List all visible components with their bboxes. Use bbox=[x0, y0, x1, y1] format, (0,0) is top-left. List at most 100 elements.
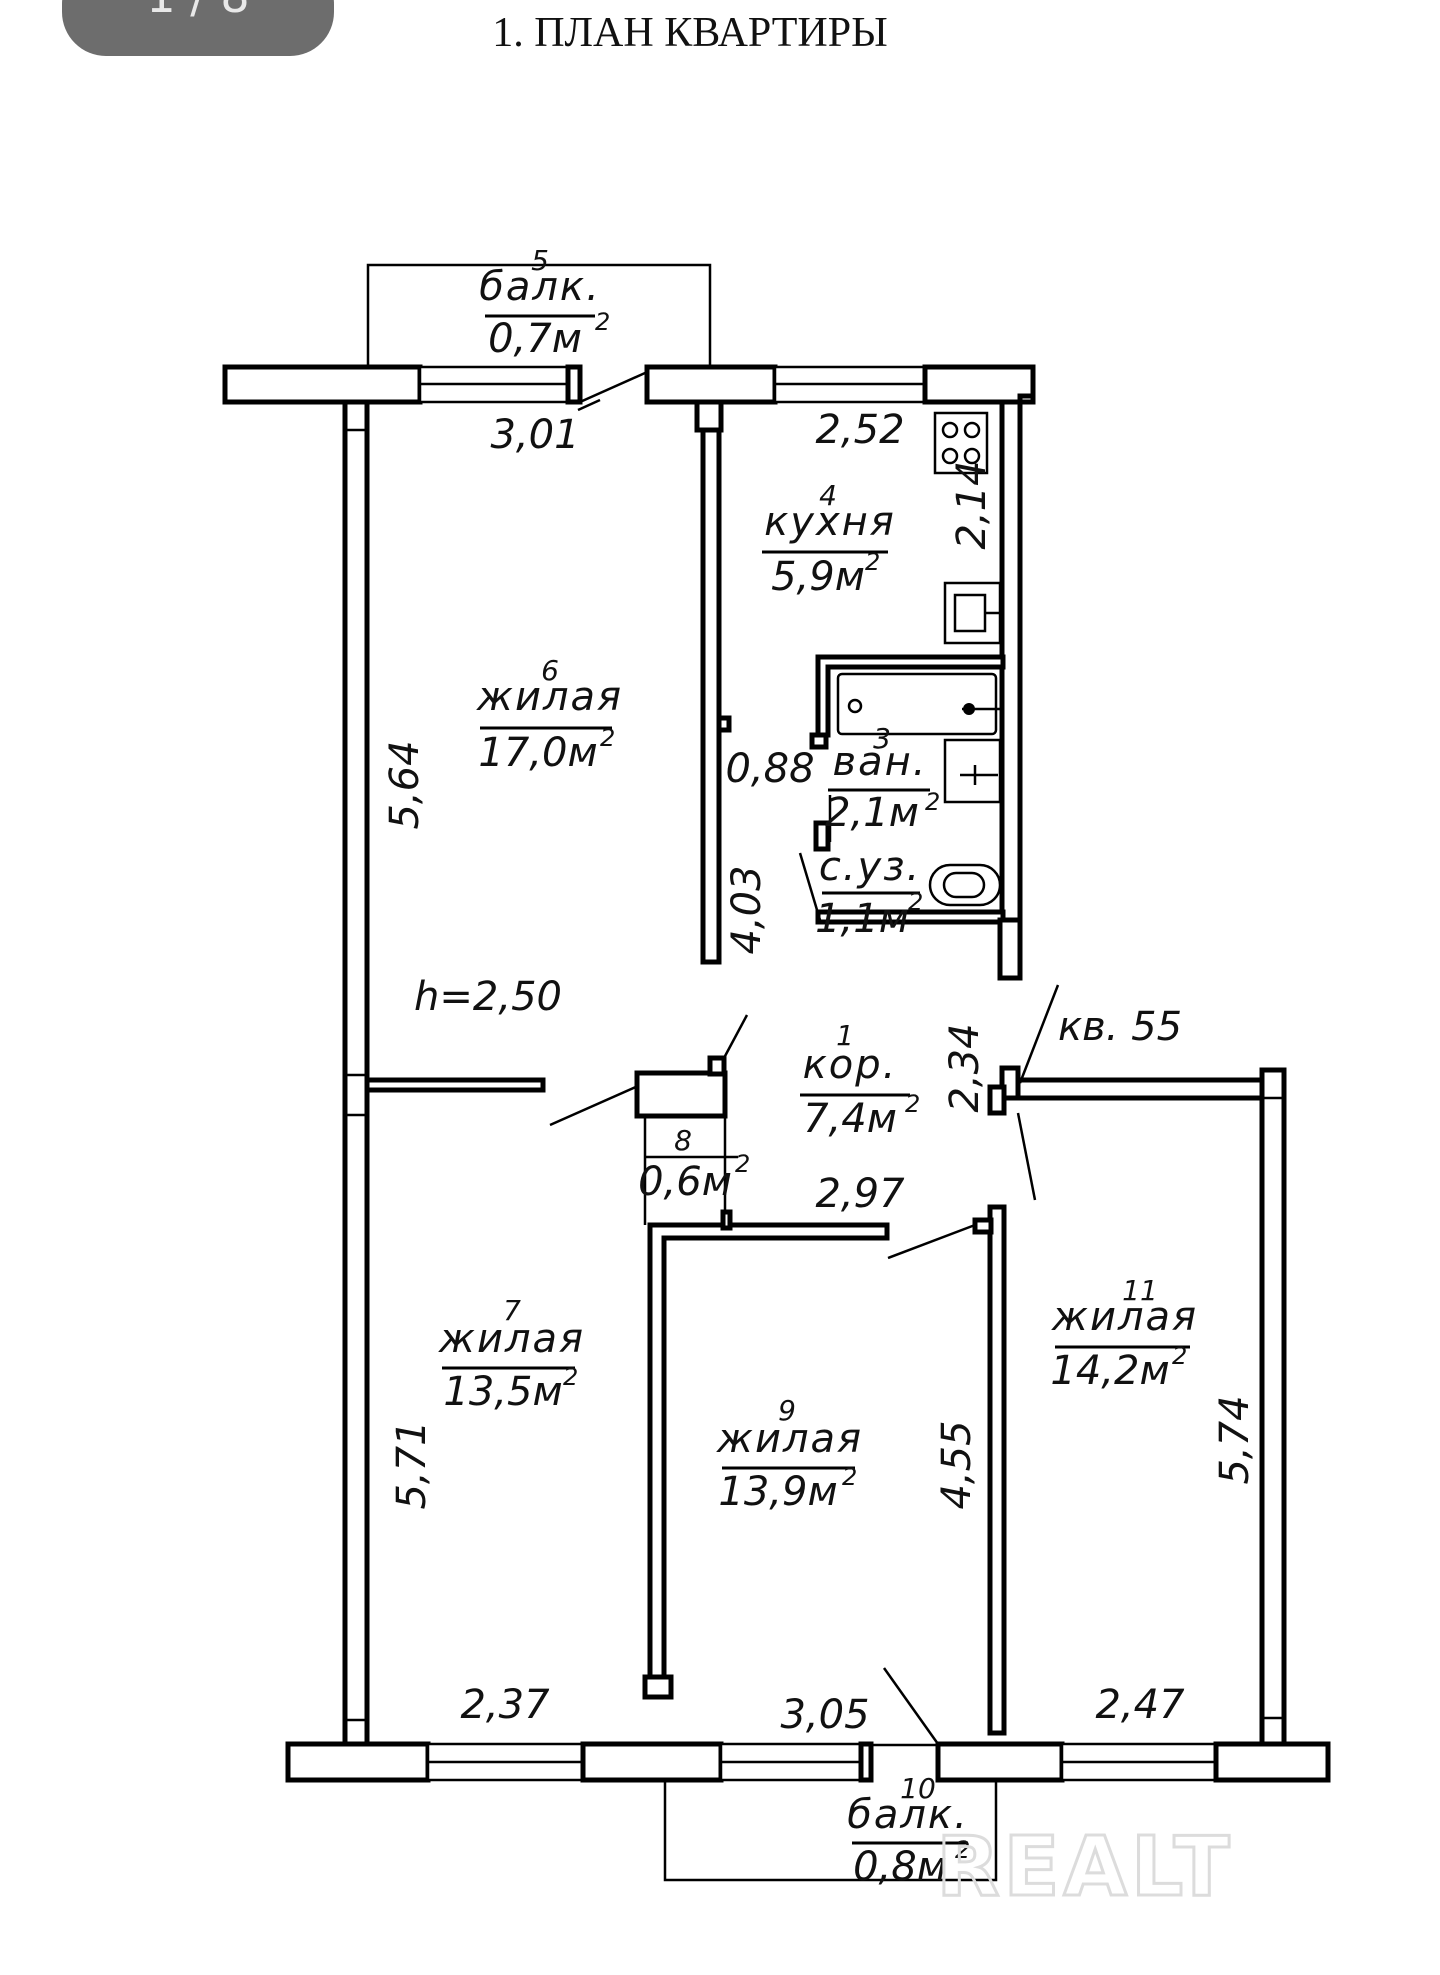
partition-room6-kitchen bbox=[700, 427, 722, 965]
wc-door bbox=[798, 852, 822, 921]
svg-text:13,5м: 13,5м bbox=[443, 1369, 562, 1415]
svg-text:ван.: ван. bbox=[833, 739, 928, 785]
svg-text:кор.: кор. bbox=[803, 1042, 898, 1088]
svg-text:14,2м: 14,2м bbox=[1050, 1348, 1169, 1394]
entrance-door bbox=[1016, 1112, 1037, 1201]
room-3-label: 3 ван. 2,1м 2 bbox=[825, 722, 940, 836]
svg-text:жилая: жилая bbox=[476, 674, 623, 720]
svg-text:0,6м: 0,6м bbox=[638, 1159, 732, 1205]
dim-2-47: 2,47 bbox=[1095, 1682, 1185, 1728]
svg-text:2: 2 bbox=[1172, 1342, 1187, 1370]
svg-text:2: 2 bbox=[955, 1836, 970, 1864]
svg-text:жилая: жилая bbox=[438, 1316, 585, 1362]
room-4-label: 4 кухня 5,9м 2 bbox=[762, 479, 896, 600]
svg-text:7,4м: 7,4м bbox=[803, 1096, 897, 1142]
dim-0-88: 0,88 bbox=[725, 746, 814, 792]
kitchen-right-wall bbox=[999, 393, 1036, 981]
svg-text:кухня: кухня bbox=[764, 499, 896, 545]
dim-2-37: 2,37 bbox=[460, 1682, 550, 1728]
leader-301 bbox=[577, 398, 601, 412]
partition-room6-room7 bbox=[364, 1077, 546, 1093]
svg-text:8: 8 bbox=[674, 1124, 692, 1157]
balcony-door-top bbox=[579, 371, 646, 404]
room-5-label: 5 балк. 0,7м 2 bbox=[479, 244, 610, 362]
dim-2-97: 2,97 bbox=[815, 1171, 905, 1217]
bath-sink bbox=[943, 738, 1002, 804]
leader-305 bbox=[882, 1667, 940, 1745]
dim-3-05: 3,05 bbox=[780, 1692, 869, 1738]
svg-text:2: 2 bbox=[925, 788, 940, 816]
svg-text:0,8м: 0,8м bbox=[853, 1844, 947, 1890]
leader-kv55 bbox=[1018, 984, 1060, 1084]
room-wc-label: с.уз. 1,1м 2 bbox=[815, 844, 923, 942]
balcony-5-outline bbox=[366, 263, 712, 368]
svg-text:2: 2 bbox=[600, 724, 615, 752]
svg-text:2: 2 bbox=[905, 1090, 920, 1118]
room-11-label: 11 жилая 14,2м 2 bbox=[1050, 1274, 1198, 1394]
svg-text:7: 7 bbox=[503, 1294, 521, 1327]
svg-text:0,7м: 0,7м bbox=[488, 316, 582, 362]
room-10-label: 10 балк. 0,8м 2 bbox=[847, 1772, 970, 1890]
room-7-label: 7 жилая 13,5м 2 bbox=[438, 1294, 585, 1415]
dim-5-74: 5,74 bbox=[1212, 1395, 1258, 1484]
stove-icon bbox=[933, 411, 989, 475]
svg-text:1: 1 bbox=[836, 1019, 854, 1052]
room-1-label: 1 кор. 7,4м 2 bbox=[800, 1019, 920, 1142]
page-title: 1. ПЛАН КВАРТИРЫ bbox=[492, 10, 888, 56]
partition-pier-top bbox=[694, 399, 724, 433]
room-6-label: 6 жилая 17,0м 2 bbox=[476, 654, 623, 776]
bathroom-block bbox=[798, 654, 1006, 925]
watermark-logo: REALT bbox=[936, 1820, 1233, 1915]
svg-text:2: 2 bbox=[563, 1363, 578, 1391]
dim-4-55: 4,55 bbox=[934, 1420, 980, 1509]
svg-text:балк.: балк. bbox=[479, 264, 601, 310]
svg-text:жилая: жилая bbox=[716, 1416, 863, 1462]
dim-2-14: 2,14 bbox=[949, 460, 995, 549]
entrance-wall bbox=[987, 984, 1265, 1201]
room-9-label: 9 жилая 13,9м 2 bbox=[716, 1394, 863, 1515]
dim-5-64: 5,64 bbox=[382, 740, 428, 829]
svg-text:1,1м: 1,1м bbox=[815, 896, 909, 942]
svg-text:2: 2 bbox=[842, 1463, 857, 1491]
dim-3-01: 3,01 bbox=[490, 412, 579, 458]
dim-5-71: 5,71 bbox=[389, 1420, 435, 1509]
door-room9 bbox=[887, 1223, 976, 1260]
svg-text:11: 11 bbox=[1122, 1274, 1158, 1307]
bath-lower-wall bbox=[997, 917, 1023, 981]
svg-text:4: 4 bbox=[819, 479, 837, 512]
svg-text:2: 2 bbox=[865, 548, 880, 576]
dim-2-34: 2,34 bbox=[942, 1023, 988, 1112]
svg-text:5: 5 bbox=[531, 244, 549, 277]
svg-text:2: 2 bbox=[908, 888, 923, 916]
svg-text:9: 9 bbox=[778, 1394, 796, 1427]
right-exterior-wall bbox=[1259, 1067, 1287, 1748]
svg-text:балк.: балк. bbox=[847, 1792, 969, 1838]
svg-text:2: 2 bbox=[595, 308, 610, 336]
ceiling-height: h=2,50 bbox=[414, 974, 562, 1020]
partition-room9-room11 bbox=[987, 1204, 1007, 1736]
closet-8-block bbox=[634, 1014, 749, 1225]
svg-text:2,1м: 2,1м bbox=[825, 790, 919, 836]
svg-text:17,0м: 17,0м bbox=[478, 730, 597, 776]
svg-text:с.уз.: с.уз. bbox=[819, 844, 921, 890]
bathtub-drain bbox=[847, 698, 863, 714]
top-exterior-wall bbox=[222, 364, 1036, 405]
room-8-label: 8 0,6м 2 bbox=[638, 1124, 750, 1205]
page-counter-background bbox=[62, 0, 334, 56]
page-counter-badge[interactable]: 1 / 8 bbox=[62, 0, 334, 56]
page-counter-text: 1 / 8 bbox=[146, 0, 249, 23]
balcony-10-outline bbox=[663, 1780, 998, 1882]
svg-text:13,9м: 13,9м bbox=[718, 1469, 837, 1515]
bathtub bbox=[836, 672, 998, 736]
svg-text:6: 6 bbox=[541, 654, 559, 687]
door-room7 bbox=[549, 1084, 639, 1127]
svg-text:10: 10 bbox=[900, 1772, 936, 1805]
svg-text:5,9м: 5,9м bbox=[771, 554, 865, 600]
svg-text:жилая: жилая bbox=[1051, 1294, 1198, 1340]
bottom-exterior-wall bbox=[285, 1741, 1331, 1783]
svg-text:3: 3 bbox=[873, 722, 891, 755]
neighbor-apartment-label: кв. 55 bbox=[1058, 1004, 1182, 1050]
dim-4-03: 4,03 bbox=[724, 865, 770, 954]
kitchen-sink-icon bbox=[943, 581, 1002, 645]
